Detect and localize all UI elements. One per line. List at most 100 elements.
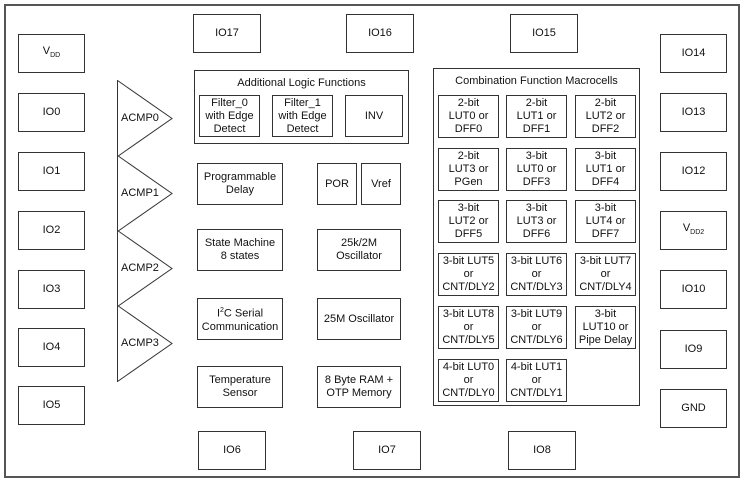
por-label: POR [325, 177, 349, 190]
filter0-line1: Filter_0 [211, 96, 248, 109]
macrocell-line: 3-bit [525, 150, 548, 162]
pin-vdd-main: V [42, 44, 51, 57]
pin-io6-label: IO6 [223, 444, 241, 456]
pin-io16: IO16 [346, 14, 414, 53]
macrocells-title: Combination Function Macrocells [455, 75, 618, 87]
vref-block: Vref [361, 163, 401, 205]
macrocell-line: 3-bit LUT8 [442, 308, 495, 320]
macrocell-line: 2-bit [457, 97, 480, 109]
macrocell-line: or [463, 321, 474, 333]
macrocell-line: or [531, 268, 542, 280]
filter0-line2: with Edge [205, 109, 254, 122]
pin-io5-label: IO5 [42, 399, 61, 411]
pin-io14: IO14 [660, 34, 727, 73]
pin-vdd2-label: VDD2 [683, 222, 704, 239]
pin-gnd-label: GND [681, 402, 706, 414]
pin-io8: IO8 [508, 431, 576, 470]
pin-io0: IO0 [18, 93, 85, 132]
i2c-rest: C Serial [223, 307, 264, 320]
macrocell-line: 3-bit LUT5 [442, 255, 495, 267]
macrocell-line: DFF5 [454, 228, 483, 240]
vref-label: Vref [371, 177, 391, 190]
macrocell-line: DFF3 [522, 176, 551, 188]
comparator-triangle-icon [117, 155, 173, 232]
macrocell-line: DFF7 [591, 228, 620, 240]
pin-io17: IO17 [193, 14, 261, 53]
macrocell-line: PGen [454, 176, 483, 188]
macrocell-line: DFF2 [591, 123, 620, 135]
macrocell-line: or [463, 268, 474, 280]
pin-io10-label: IO10 [681, 283, 706, 295]
state-machine-line1: State Machine [204, 237, 276, 249]
ram-otp-block: 8 Byte RAM +OTP Memory [317, 366, 401, 408]
pin-io15-label: IO15 [532, 27, 556, 39]
macrocell-line: LUT0 or [516, 163, 557, 175]
comparator-triangle-icon [117, 230, 173, 307]
macrocell-line: LUT1 or [516, 110, 557, 122]
i2c-superscript: 2 [220, 307, 224, 315]
pin-io2: IO2 [18, 211, 85, 250]
pin-io15: IO15 [510, 14, 578, 53]
macrocell-line: LUT3 or [516, 215, 557, 227]
pin-io4: IO4 [18, 328, 85, 367]
macrocell-line: Pipe Delay [578, 334, 633, 346]
macrocell-line: 3-bit [594, 308, 617, 320]
prog-delay-line2: Delay [225, 184, 255, 196]
pin-io13-label: IO13 [681, 106, 706, 118]
macrocell-line: 3-bit [525, 202, 548, 214]
acmp1: ACMP1 [117, 155, 173, 232]
osc-25k-line2: Oscillator [336, 250, 382, 262]
i2c-line1: I2C Serial [202, 304, 278, 321]
additional-logic-title: Additional Logic Functions [237, 77, 366, 89]
pin-io16-label: IO16 [368, 27, 392, 39]
macrocell-line: 3-bit [594, 202, 617, 214]
macrocell-line: DFF0 [454, 123, 483, 135]
pin-io5: IO5 [18, 386, 85, 425]
macrocell-line: CNT/DLY1 [510, 387, 563, 399]
pin-io7: IO7 [353, 431, 421, 470]
macrocell-line: 3-bit [594, 150, 617, 162]
macrocell-line: CNT/DLY4 [579, 281, 632, 293]
acmp3-label: ACMP3 [121, 337, 159, 349]
pin-io9-label: IO9 [684, 343, 703, 355]
osc-25k-line1: 25k/2M [340, 237, 378, 249]
ram-line2: OTP Memory [326, 387, 392, 399]
macrocell-line: CNT/DLY2 [442, 281, 495, 293]
pin-io17-label: IO17 [215, 27, 239, 39]
acmp2-label: ACMP2 [121, 262, 159, 274]
macrocell-line: CNT/DLY3 [510, 281, 563, 293]
filter1-line2: with Edge [278, 109, 327, 122]
acmp1-label: ACMP1 [121, 187, 159, 199]
inv-block: INV [345, 95, 403, 137]
macrocell-line: DFF4 [591, 176, 620, 188]
macrocell-line: or [531, 321, 542, 333]
ram-line1: 8 Byte RAM + [324, 374, 394, 386]
pin-vdd2: VDD2 [660, 211, 727, 250]
temp-line2: Sensor [222, 387, 258, 399]
macrocell-line: CNT/DLY6 [510, 334, 563, 346]
pin-vdd-sub: DD [50, 52, 61, 60]
acmp0: ACMP0 [117, 80, 173, 157]
pin-vdd2-main: V [682, 221, 691, 234]
pin-io4-label: IO4 [42, 341, 61, 353]
pin-io13: IO13 [660, 93, 727, 132]
macrocell-line: 2-bit [525, 97, 548, 109]
temp-line1: Temperature [209, 374, 271, 386]
macrocell-line: DFF6 [522, 228, 551, 240]
